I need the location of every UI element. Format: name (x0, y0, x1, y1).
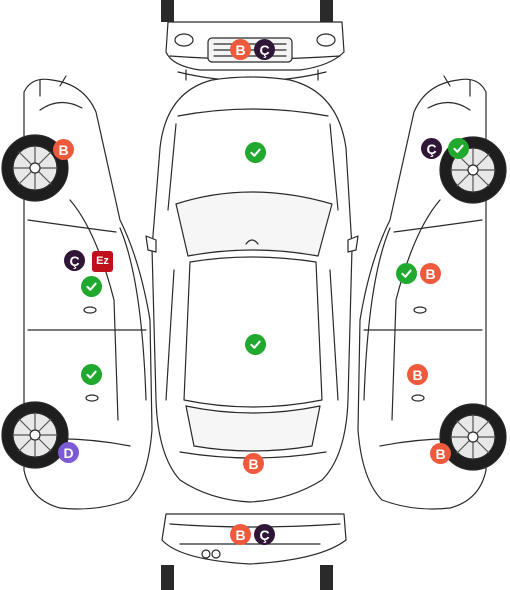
check-icon (86, 370, 97, 379)
right-side-car-drawing (357, 75, 507, 510)
check-icon (453, 144, 464, 153)
check-icon (401, 269, 412, 278)
left-side-car-drawing (1, 75, 153, 510)
left-front-door-damage-marker[interactable]: Ez (92, 251, 113, 272)
front-bumper-damage-marker[interactable]: Ç (254, 39, 275, 60)
left-front-fender-damage-marker[interactable]: B (53, 139, 74, 160)
rear-bumper-damage-marker[interactable]: Ç (254, 524, 275, 545)
wheel-stubs (161, 0, 333, 590)
right-front-door-damage-marker[interactable]: B (420, 263, 441, 284)
rear-bumper-damage-marker[interactable]: B (230, 524, 251, 545)
left-rear-door-ok-marker[interactable] (81, 364, 102, 385)
top-view-car-drawing (145, 76, 359, 503)
left-front-door-ok-marker[interactable] (81, 276, 102, 297)
right-rear-fender-damage-marker[interactable]: B (430, 443, 451, 464)
roof-ok-marker[interactable] (245, 334, 266, 355)
left-front-door-damage-marker[interactable]: Ç (64, 250, 85, 271)
rear-bumper-drawing (161, 513, 347, 565)
right-rear-door-damage-marker[interactable]: B (407, 364, 428, 385)
check-icon (86, 282, 97, 291)
left-rear-fender-damage-marker[interactable]: D (58, 442, 79, 463)
right-front-fender-ok-marker[interactable] (448, 138, 469, 159)
trunk-damage-marker[interactable]: B (243, 453, 264, 474)
hood-ok-marker[interactable] (245, 142, 266, 163)
right-front-fender-damage-marker[interactable]: Ç (421, 138, 442, 159)
check-icon (250, 148, 261, 157)
right-front-door-ok-marker[interactable] (396, 263, 417, 284)
front-bumper-damage-marker[interactable]: B (230, 39, 251, 60)
check-icon (250, 340, 261, 349)
